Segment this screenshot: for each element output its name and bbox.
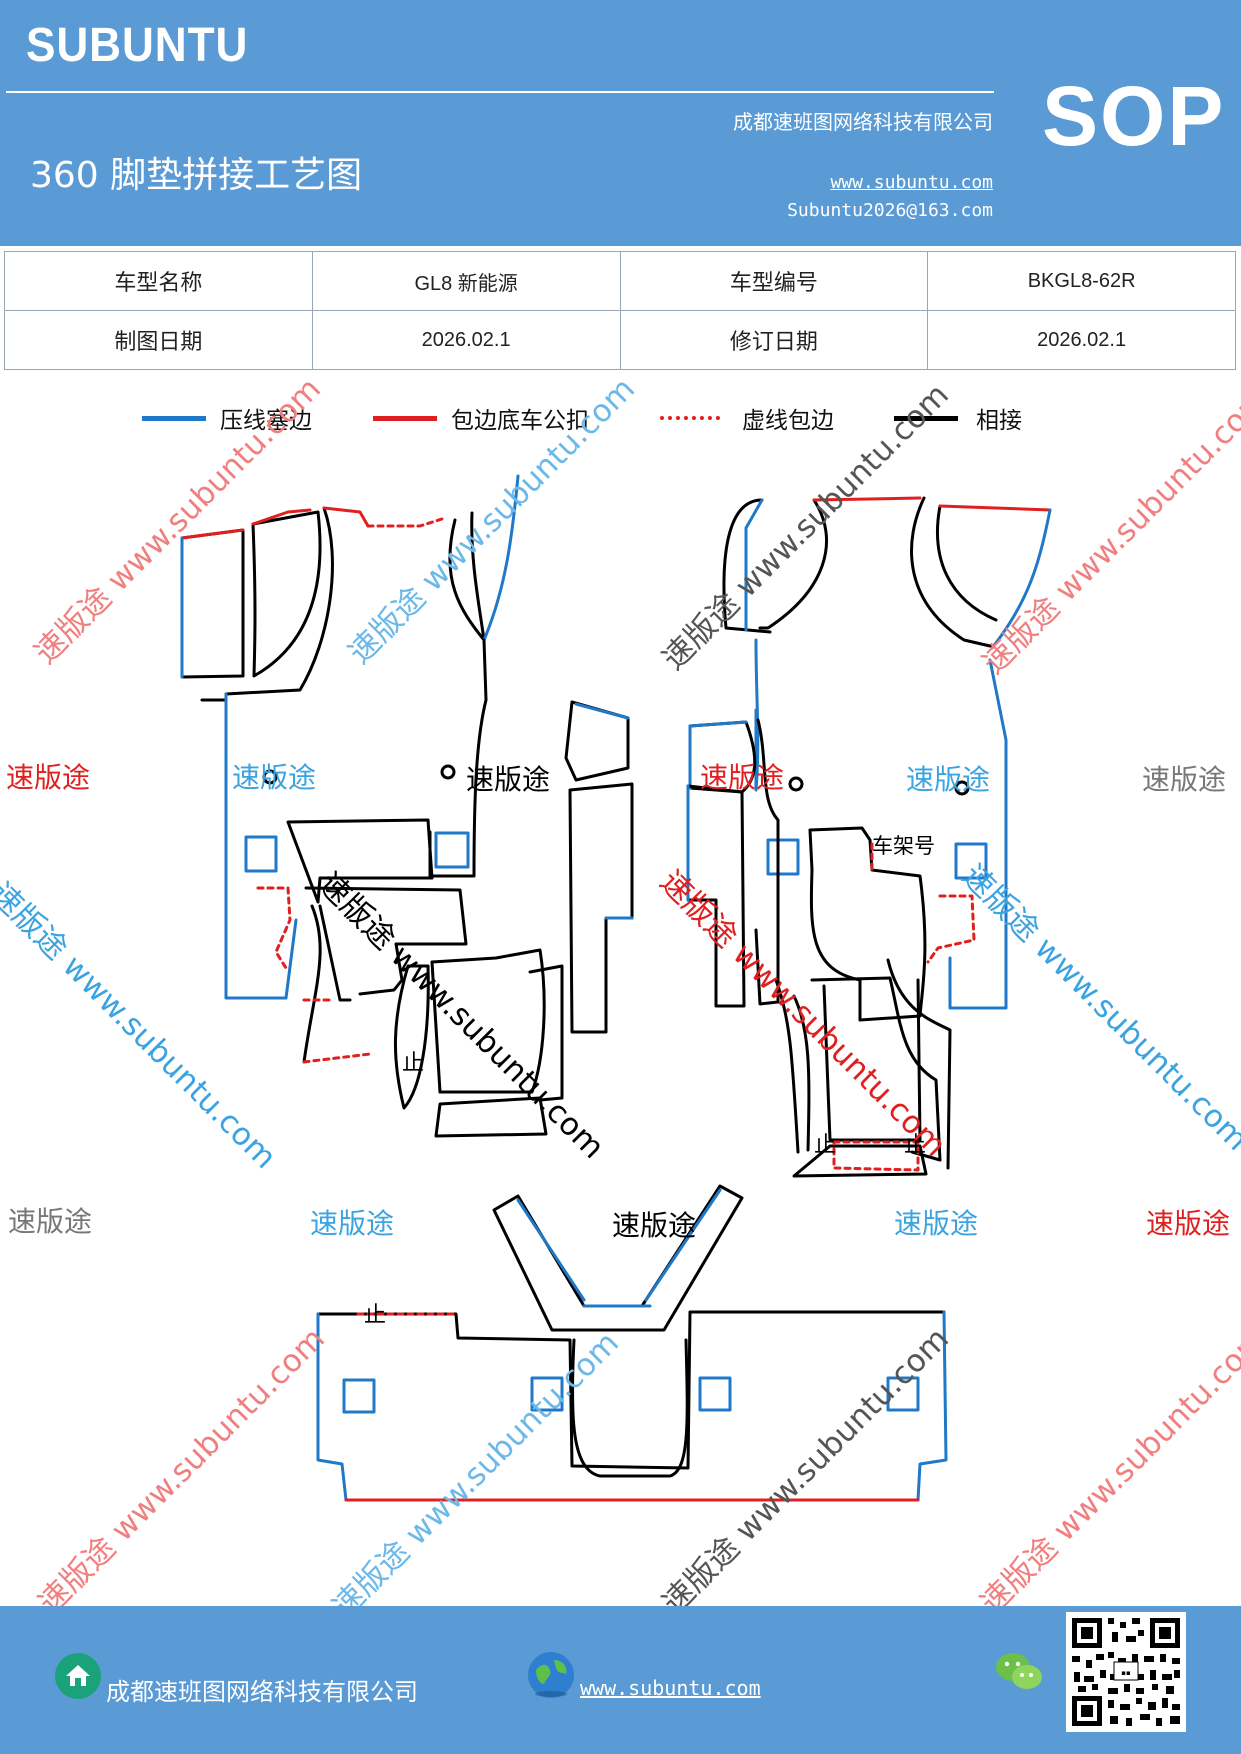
watermark-text: 速版途: [894, 1207, 979, 1240]
legend-swatch-blue: [142, 415, 206, 421]
header-divider: [6, 91, 994, 93]
mount-hole: [440, 764, 456, 780]
mat-piece-center-left: [286, 818, 564, 1138]
sop-badge: SOP: [1042, 69, 1226, 163]
draw-date-value: 2026.02.1: [311, 310, 621, 370]
header-company: 成都速班图网络科技有限公司: [733, 110, 993, 134]
model-name-label: 车型名称: [4, 251, 313, 311]
watermark-text: 速版途: [612, 1209, 697, 1242]
model-name-value: GL8 新能源: [311, 251, 621, 311]
legend-label: 包边底车公扣: [451, 408, 589, 434]
svg-text:▪▪: ▪▪: [1121, 1669, 1131, 1677]
model-no-value: BKGL8-62R: [927, 251, 1236, 311]
legend-label: 压线塞边: [220, 408, 312, 434]
home-icon: [55, 1653, 101, 1699]
watermark-text: 速版途: [6, 761, 91, 794]
svg-text:止: 止: [364, 1303, 386, 1328]
legend-swatch-red-dashed: [660, 416, 720, 420]
watermark-text: 速版途: [1142, 763, 1227, 796]
mount-hole: [788, 776, 804, 792]
mat-piece-front-right-inner: [686, 718, 952, 1178]
watermark-text: 速版途: [310, 1207, 395, 1240]
legend-label: 相接: [976, 408, 1022, 434]
header-banner: [0, 0, 1241, 246]
mat-piece-front-right: [722, 496, 1052, 1010]
legend-swatch-black: [894, 415, 958, 421]
watermark-text: 速版途: [8, 1205, 93, 1238]
mount-hole: [954, 780, 970, 796]
header-email: Subuntu2026@163.com: [787, 200, 993, 221]
brand-logo: SUBUNTU: [26, 19, 249, 72]
model-no-label: 车型编号: [619, 251, 929, 311]
footer-website-link[interactable]: www.subuntu.com: [580, 1676, 761, 1700]
globe-icon: [528, 1652, 574, 1698]
svg-text:止: 止: [904, 1133, 926, 1158]
legend-label: 虚线包边: [742, 408, 834, 434]
mat-piece-rear: [316, 1184, 948, 1502]
legend-item-dashed-edge: 虚线包边: [660, 398, 834, 438]
table-row: 车型名称 GL8 新能源 车型编号 BKGL8-62R: [4, 251, 1236, 311]
header-website-link[interactable]: www.subuntu.com: [830, 172, 993, 193]
table-row: 制图日期 2026.02.1 修订日期 2026.02.1: [4, 310, 1236, 370]
watermark-text: 速版途: [906, 763, 991, 796]
draw-date-label: 制图日期: [4, 310, 313, 370]
svg-text:止: 止: [402, 1051, 424, 1076]
watermark-text: 速版途: [466, 763, 551, 796]
mat-piece-front-left: [180, 474, 520, 1000]
wechat-icon: [996, 1653, 1042, 1689]
watermark-text: 速版途: [232, 761, 317, 794]
svg-text:止: 止: [814, 1133, 836, 1158]
info-table: 车型名称 GL8 新能源 车型编号 BKGL8-62R 制图日期 2026.02…: [4, 251, 1236, 370]
rev-date-value: 2026.02.1: [927, 310, 1236, 370]
legend-item-press-line: 压线塞边: [142, 398, 312, 438]
page-title: 360 脚垫拼接工艺图: [30, 155, 363, 196]
frame-number-label: 车架号: [872, 834, 935, 858]
legend-item-edge-buckle: 包边底车公扣: [373, 398, 589, 438]
mat-piece-center-column: [564, 700, 634, 1034]
legend-item-joined: 相接: [894, 398, 1022, 438]
watermark-text: 速版途: [700, 761, 785, 794]
footer-company: 成都速班图网络科技有限公司: [106, 1678, 418, 1706]
mount-hole: [262, 769, 278, 785]
qr-code-image: ▪▪: [1066, 1612, 1186, 1732]
watermark-text: 速版途: [1146, 1207, 1231, 1240]
qr-code: ▪▪: [1066, 1612, 1186, 1732]
rev-date-label: 修订日期: [619, 310, 929, 370]
legend-swatch-red: [373, 415, 437, 421]
